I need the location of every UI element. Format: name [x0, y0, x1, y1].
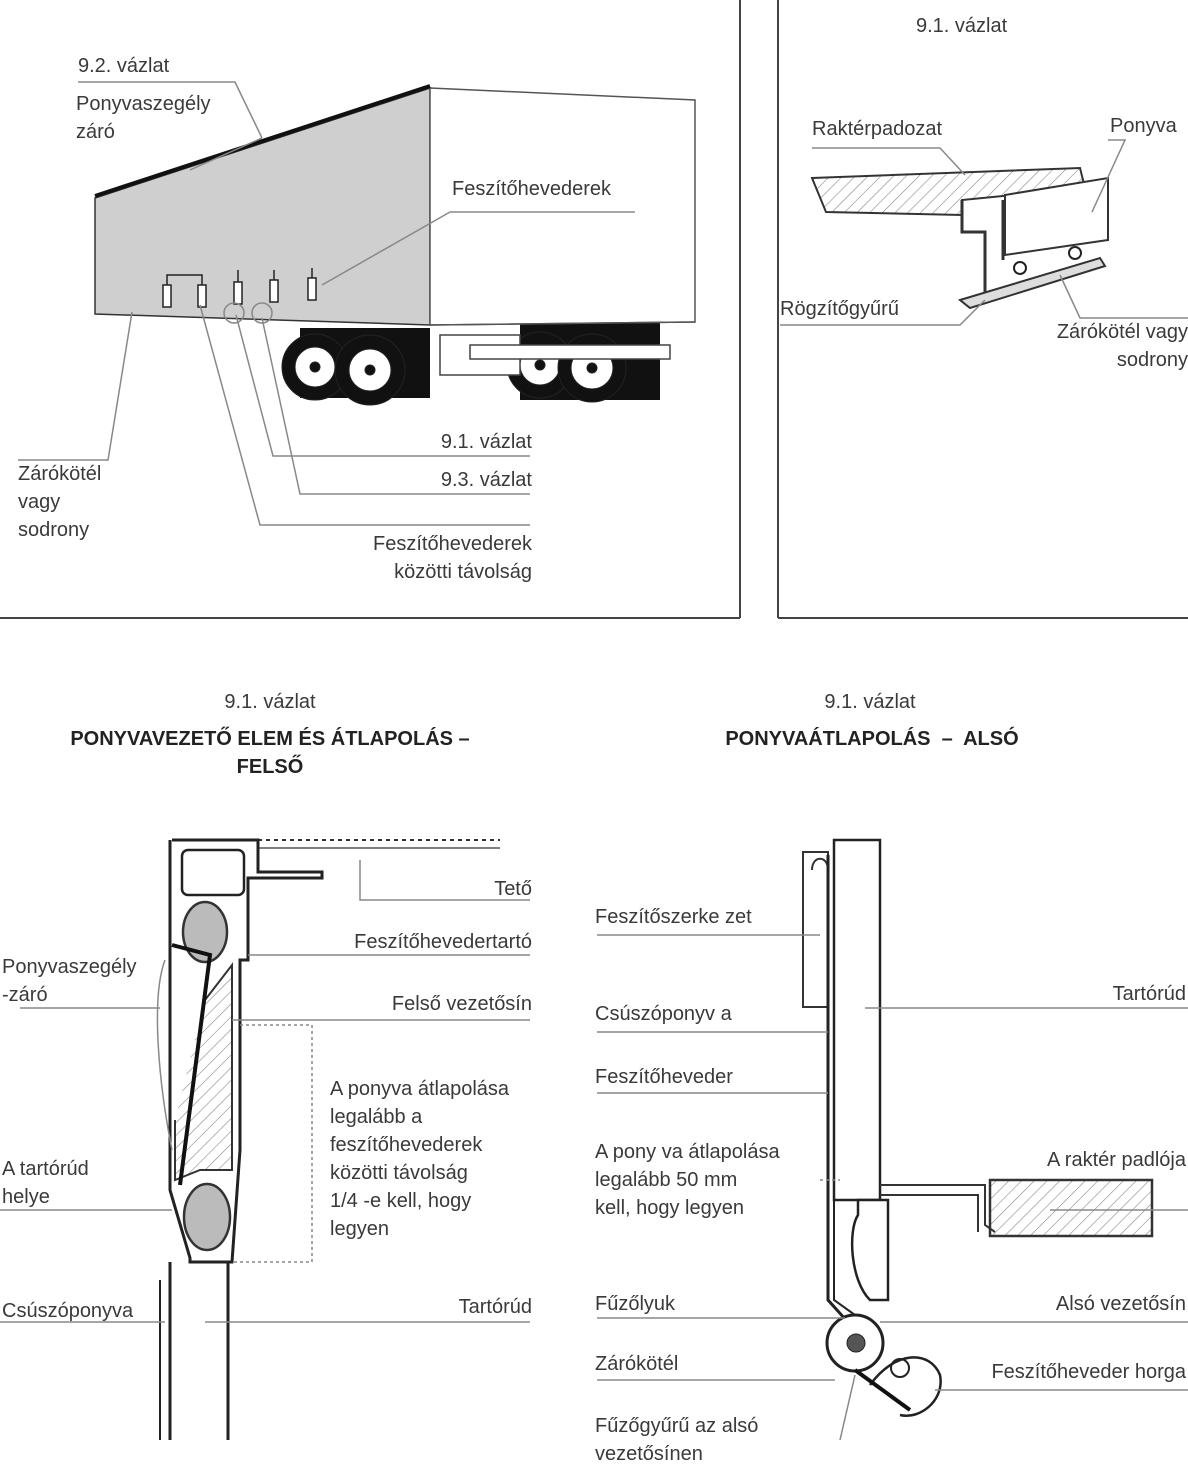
label-overlap-note-lower: A pony va átlapolása legalább 50 mm kell…: [595, 1141, 780, 1219]
label-closing-rope-b: Zárókötél vagy sodrony: [1056, 321, 1188, 371]
label-ref-9-1-c: 9.1. vázlat: [224, 691, 316, 713]
label-lace-ring: Fűzőgyűrű az alsó vezetősínen: [595, 1415, 759, 1465]
label-fixing-ring: Rögzítőgyűrű: [780, 298, 899, 320]
label-tensioner: Feszítőszerke zet: [595, 906, 752, 928]
title-upper-guide: PONYVAVEZETŐ ELEM ÉS ÁTLAPOLÁS – FELSŐ: [70, 728, 470, 778]
label-pole-c: Tartórúd: [458, 1296, 532, 1318]
label-lower-rail: Alsó vezetősín: [1055, 1293, 1186, 1315]
label-ref-9-1-b: 9.1. vázlat: [916, 15, 1008, 37]
label-upper-rail: Felső vezetősín: [391, 993, 532, 1015]
trailer-rear-face: [429, 87, 696, 326]
label-closing-rope-d: Zárókötél: [595, 1353, 679, 1375]
cargo-floor-section: [988, 1178, 1154, 1238]
panel-a-trailer-sketch: [0, 0, 741, 619]
label-floor-d: A raktér padlója: [1047, 1149, 1186, 1171]
label-closing-rope-a: Zárókötél vagy sodrony: [18, 463, 102, 541]
panel-c-leader-lines: [0, 860, 530, 1323]
label-tension-straps: Feszítőhevederek: [452, 178, 611, 200]
label-ref-9-2: 9.2. vázlat: [78, 55, 170, 77]
label-roof: Tető: [494, 878, 532, 900]
panel-b-leader-lines: [780, 139, 1188, 326]
label-tarp: Ponyva: [1110, 115, 1177, 137]
label-strap-holder: Feszítőhevedertartó: [354, 931, 532, 953]
label-strap-spacing: Feszítőhevederek közötti távolság: [373, 533, 532, 583]
tension-strap-buckles: [162, 268, 317, 308]
label-ref-9-1-d: 9.1. vázlat: [824, 691, 916, 713]
label-overlap-note-upper: A ponyva átlapolása legalább a feszítőhe…: [330, 1078, 510, 1240]
support-pole: [832, 838, 882, 1202]
panel-b-floor-edge-section: [777, 0, 1188, 619]
label-edge-lock-c: Ponyvaszegély -záró: [2, 956, 137, 1006]
label-pole-place: A tartórúd helye: [2, 1158, 89, 1208]
rear-wheels: [281, 320, 671, 406]
label-strap-d: Feszítőheveder: [595, 1066, 733, 1088]
panel-d-lower-overlap-section: [597, 838, 1188, 1441]
label-pole-d: Tartórúd: [1112, 983, 1186, 1005]
side-tarp-section: [1004, 176, 1109, 257]
label-ref-9-3: 9.3. vázlat: [440, 469, 532, 491]
tension-device-body: [802, 851, 829, 1008]
panel-a-leader-lines: [18, 81, 635, 526]
label-sliding-tarp-c: Csúszóponyva: [2, 1300, 134, 1322]
panel-c-upper-guide-section: [0, 838, 530, 1440]
label-strap-hook: Feszítőheveder horga: [991, 1361, 1186, 1383]
label-cargo-floor: Raktérpadozat: [812, 118, 943, 140]
label-sliding-tarp-d: Csúszóponyv a: [595, 1003, 732, 1025]
panel-d-leader-lines: [597, 934, 1188, 1441]
title-lower-overlap: PONYVAÁTLAPOLÁS – ALSÓ: [725, 728, 1019, 750]
label-edge-lock: Ponyvaszegély záró: [76, 93, 211, 143]
label-eyelet: Fűzőlyuk: [595, 1293, 676, 1315]
label-ref-9-1-a: 9.1. vázlat: [440, 431, 532, 453]
